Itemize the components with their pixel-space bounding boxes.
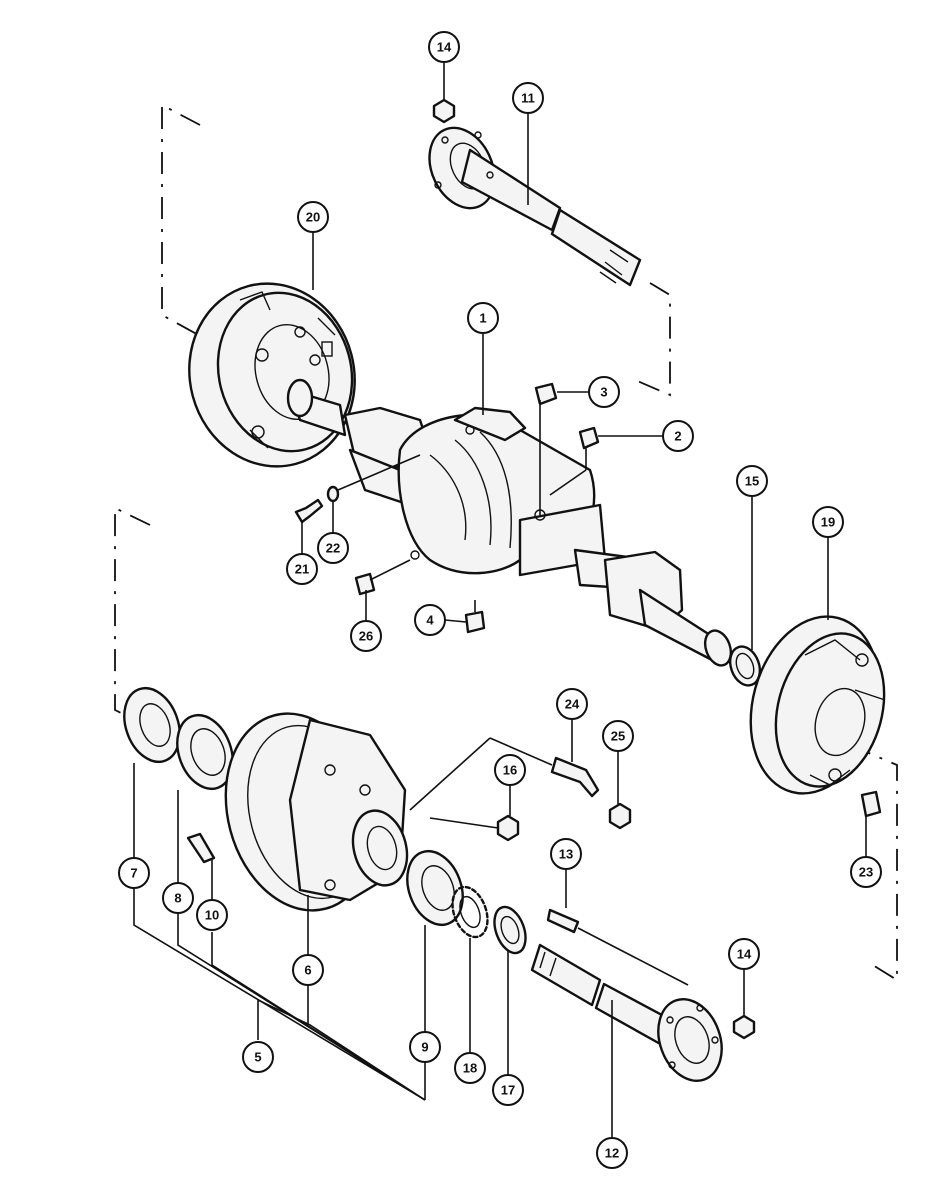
wheel-stud-13 [546,908,580,934]
callout-26: 26 [350,620,382,652]
svg-text:14: 14 [437,40,452,55]
svg-text:11: 11 [521,91,535,106]
axle-shaft-upper [428,126,642,287]
callout-6: 6 [292,954,324,986]
oil-seal-7 [123,687,181,763]
callout-15: 15 [736,465,768,497]
brake-drum-6 [224,712,409,912]
hub-bolt-10 [186,832,216,864]
axle-shaft-lower [530,943,723,1082]
svg-text:18: 18 [463,1061,477,1076]
leader-lines [133,62,867,1140]
assembly-lines [114,103,898,982]
callout-24: 24 [556,688,588,720]
callout-12: 12 [596,1137,628,1169]
brake-assembly-20 [188,282,356,468]
callout-1: 1 [467,302,499,334]
assembly-line-top-right [634,282,671,397]
fitting-4-plug [464,610,486,634]
svg-text:12: 12 [605,1146,619,1161]
svg-text:17: 17 [501,1083,515,1098]
fitting-3-plug [534,382,558,406]
bearing-8 [176,714,234,790]
callout-8: 8 [162,882,194,914]
callout-13: 13 [550,838,582,870]
callout-10: 10 [196,899,228,931]
svg-text:19: 19 [821,515,835,530]
svg-text:9: 9 [421,1040,428,1055]
svg-text:22: 22 [326,541,340,556]
callout-3: 3 [588,376,620,408]
svg-text:15: 15 [745,474,759,489]
callout-5: 5 [242,1041,274,1073]
brake-assembly-19 [749,615,886,795]
svg-text:7: 7 [130,866,137,881]
fitting-2-breather [578,426,600,470]
callout-17: 17 [492,1074,524,1106]
nut-14-top [432,98,456,124]
svg-text:3: 3 [600,385,607,400]
svg-text:21: 21 [295,562,309,577]
svg-text:26: 26 [359,629,373,644]
nut-16 [496,814,520,842]
callout-23: 23 [850,856,882,888]
nut-25 [608,802,632,830]
bolt-24 [550,756,600,798]
callout-21: 21 [286,553,318,585]
lock-ring-18 [451,885,489,939]
axle-housing-1 [286,378,733,667]
callout-14-bottom: 14 [728,938,760,970]
svg-text:25: 25 [611,729,625,744]
assembly-line-top-left [161,103,223,349]
callout-16: 16 [494,754,526,786]
svg-text:5: 5 [254,1050,261,1065]
svg-text:1: 1 [479,311,486,326]
svg-text:14: 14 [737,947,752,962]
callout-9: 9 [409,1031,441,1063]
svg-text:2: 2 [674,429,681,444]
callout-14-top: 14 [428,31,460,63]
svg-text:10: 10 [205,908,219,923]
bearing-9 [406,850,464,926]
svg-text:23: 23 [859,865,873,880]
callout-2: 2 [662,420,694,452]
svg-text:24: 24 [565,697,580,712]
oil-seal-15 [728,645,762,687]
svg-text:4: 4 [426,613,434,628]
svg-text:16: 16 [503,763,517,778]
callout-19: 19 [812,506,844,538]
svg-text:20: 20 [306,210,320,225]
spring-washer-22 [326,485,340,503]
nut-14-bottom [732,1014,756,1040]
svg-text:6: 6 [304,963,311,978]
assembly-line-mid-left [114,506,151,716]
svg-text:13: 13 [559,847,573,862]
callout-11: 11 [512,82,544,114]
callout-4: 4 [414,604,446,636]
bolt-23 [860,790,882,818]
svg-text:8: 8 [174,891,181,906]
fitting-26-plug [354,572,376,596]
callout-22: 22 [317,532,349,564]
callout-20: 20 [297,201,329,233]
callout-18: 18 [454,1052,486,1084]
callout-7: 7 [118,857,150,889]
callout-25: 25 [602,720,634,752]
washer-17 [493,905,527,955]
assembly-line-right [849,744,898,982]
bolt-21 [294,498,324,524]
